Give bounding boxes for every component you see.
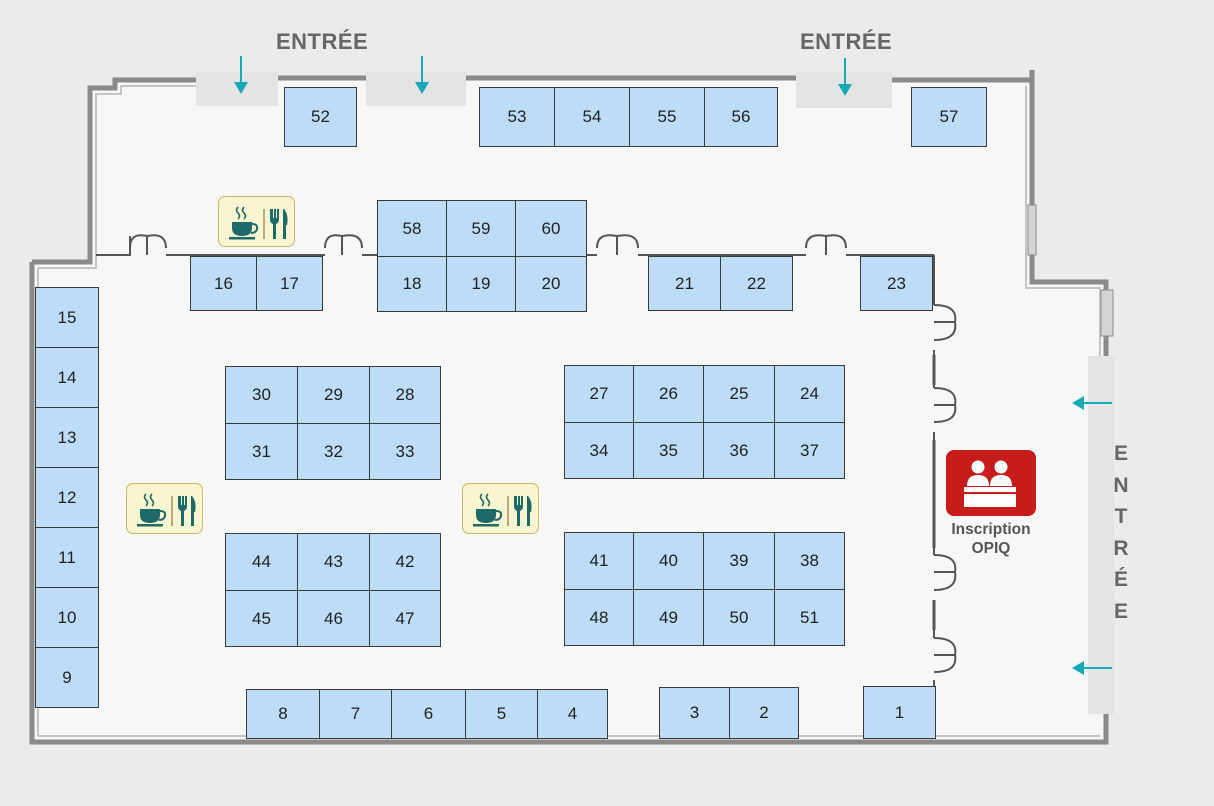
booth-33[interactable]: 33	[369, 423, 441, 480]
booth-17[interactable]: 17	[256, 256, 323, 311]
booth-52[interactable]: 52	[284, 87, 357, 147]
registration-label-line2: OPIQ	[971, 540, 1011, 557]
booth-11[interactable]: 11	[35, 527, 99, 588]
booth-43[interactable]: 43	[297, 533, 370, 591]
food-station-left	[126, 483, 203, 534]
booth-6[interactable]: 6	[391, 689, 466, 739]
booth-12[interactable]: 12	[35, 467, 99, 528]
booth-18[interactable]: 18	[377, 256, 447, 312]
booth-25[interactable]: 25	[703, 365, 775, 423]
coffee-cutlery-icon	[228, 205, 288, 239]
booth-36[interactable]: 36	[703, 422, 775, 479]
booth-7[interactable]: 7	[319, 689, 392, 739]
booth-3[interactable]: 3	[659, 687, 730, 739]
exterior-wall	[29, 70, 1109, 745]
booth-41[interactable]: 41	[564, 532, 634, 590]
booth-53[interactable]: 53	[479, 87, 555, 147]
booth-24[interactable]: 24	[774, 365, 845, 423]
booth-29[interactable]: 29	[297, 366, 370, 424]
food-station-center	[462, 483, 539, 534]
booth-60[interactable]: 60	[515, 200, 587, 257]
booth-1[interactable]: 1	[863, 686, 936, 739]
booth-46[interactable]: 46	[297, 590, 370, 647]
entry-letter: R	[1113, 536, 1129, 560]
top-door-opening	[196, 72, 278, 106]
booth-20[interactable]: 20	[515, 256, 587, 312]
registration-label: Inscription OPIQ	[936, 520, 1046, 558]
food-station-top	[218, 196, 295, 247]
booth-51[interactable]: 51	[774, 589, 845, 646]
booth-40[interactable]: 40	[633, 532, 704, 590]
booth-5[interactable]: 5	[465, 689, 538, 739]
booth-10[interactable]: 10	[35, 587, 99, 648]
booth-47[interactable]: 47	[369, 590, 441, 647]
booth-58[interactable]: 58	[377, 200, 447, 257]
coffee-cutlery-icon	[136, 492, 196, 526]
booth-26[interactable]: 26	[633, 365, 704, 423]
right-door-opening	[1088, 356, 1114, 714]
booth-37[interactable]: 37	[774, 422, 845, 479]
booth-8[interactable]: 8	[246, 689, 320, 739]
booth-4[interactable]: 4	[537, 689, 608, 739]
booth-34[interactable]: 34	[564, 422, 634, 479]
window	[1100, 289, 1114, 337]
booth-38[interactable]: 38	[774, 532, 845, 590]
booth-19[interactable]: 19	[446, 256, 516, 312]
booth-54[interactable]: 54	[554, 87, 630, 147]
entry-letter: E	[1113, 599, 1128, 623]
booth-21[interactable]: 21	[648, 256, 721, 311]
booth-55[interactable]: 55	[629, 87, 705, 147]
entry-letter: É	[1113, 568, 1128, 591]
booth-45[interactable]: 45	[225, 590, 298, 647]
entry-label-top-left: ENTRÉE	[276, 29, 369, 54]
coffee-cutlery-icon	[472, 492, 532, 526]
booth-44[interactable]: 44	[225, 533, 298, 591]
booth-57[interactable]: 57	[911, 87, 987, 147]
booth-13[interactable]: 13	[35, 407, 99, 468]
booth-39[interactable]: 39	[703, 532, 775, 590]
booth-22[interactable]: 22	[720, 256, 793, 311]
booth-30[interactable]: 30	[225, 366, 298, 424]
booth-15[interactable]: 15	[35, 287, 99, 348]
booth-28[interactable]: 28	[369, 366, 441, 424]
booth-31[interactable]: 31	[225, 423, 298, 480]
registration-icon-graphic	[964, 460, 1016, 507]
booth-50[interactable]: 50	[703, 589, 775, 646]
booth-16[interactable]: 16	[190, 256, 257, 311]
booth-35[interactable]: 35	[633, 422, 704, 479]
top-door-opening	[366, 72, 466, 106]
booth-49[interactable]: 49	[633, 589, 704, 646]
booth-56[interactable]: 56	[704, 87, 778, 147]
booth-59[interactable]: 59	[446, 200, 516, 257]
booth-14[interactable]: 14	[35, 347, 99, 408]
window	[1027, 204, 1037, 256]
booth-27[interactable]: 27	[564, 365, 634, 423]
entry-arrows	[234, 56, 1112, 675]
booth-23[interactable]: 23	[860, 256, 933, 311]
entry-letter: T	[1114, 505, 1128, 528]
entry-label-top-right: ENTRÉE	[800, 29, 893, 54]
booth-32[interactable]: 32	[297, 423, 370, 480]
registration-label-line1: Inscription	[951, 521, 1031, 538]
booth-42[interactable]: 42	[369, 533, 441, 591]
booth-9[interactable]: 9	[35, 647, 99, 708]
booth-2[interactable]: 2	[729, 687, 799, 739]
entry-letter: E	[1113, 442, 1128, 465]
registration-desk-icon	[946, 450, 1036, 516]
entry-letter: N	[1113, 473, 1129, 497]
booth-48[interactable]: 48	[564, 589, 634, 646]
